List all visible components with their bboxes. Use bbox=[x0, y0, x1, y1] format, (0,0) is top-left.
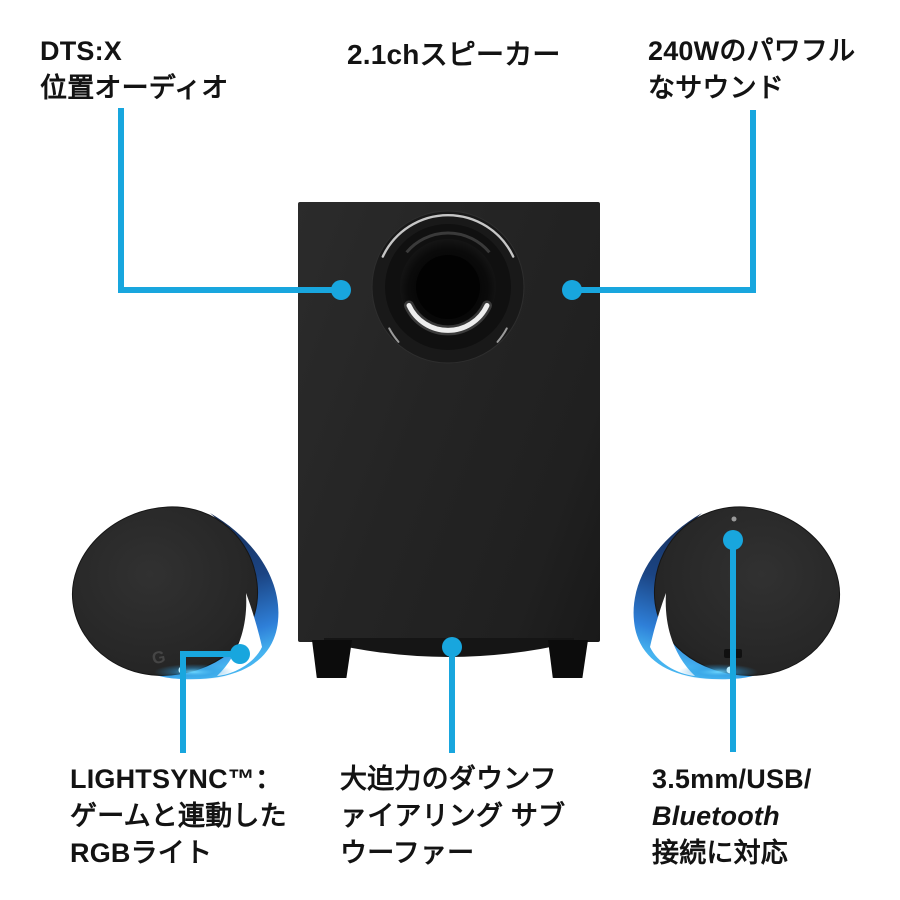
callout-line-power-horizontal bbox=[570, 287, 756, 293]
callout-line-connectivity-vertical bbox=[730, 538, 736, 752]
annotation-connectivity-line3: 接続に対応 bbox=[652, 838, 788, 868]
callout-dot-subwoofer bbox=[442, 637, 462, 657]
callout-dot-dts bbox=[331, 280, 351, 300]
power-led bbox=[731, 516, 737, 522]
annotation-lightsync-line2: ゲームと連動した bbox=[70, 801, 287, 831]
callout-line-dts-horizontal bbox=[118, 287, 336, 293]
annotation-connectivity: 3.5mm/USB/ Bluetooth 接続に対応 bbox=[652, 761, 812, 872]
rgb-glow bbox=[154, 664, 234, 680]
speaker-body-notch bbox=[650, 593, 695, 676]
callout-line-dts-vertical bbox=[118, 108, 124, 293]
annotation-channels: 2.1chスピーカー bbox=[347, 36, 561, 73]
annotation-dts: DTS:X 位置オーディオ bbox=[40, 33, 229, 107]
right-satellite-speaker bbox=[633, 506, 841, 680]
annotation-subwoofer-line3: ウーファー bbox=[340, 838, 475, 868]
callout-dot-connectivity bbox=[723, 530, 743, 550]
subwoofer-port bbox=[371, 210, 525, 364]
g-logo-icon: G bbox=[150, 647, 167, 668]
callout-dot-power bbox=[562, 280, 582, 300]
annotation-power-line2: なサウンド bbox=[648, 73, 784, 103]
subwoofer bbox=[298, 202, 600, 678]
annotation-power: 240Wのパワフル なサウンド bbox=[648, 33, 855, 107]
annotation-connectivity-line2: Bluetooth bbox=[652, 801, 780, 831]
annotation-lightsync-line3: RGBライト bbox=[70, 838, 213, 868]
speaker-body bbox=[653, 506, 841, 676]
callout-line-lightsync-vertical bbox=[180, 651, 186, 753]
annotation-dts-line1: DTS:X bbox=[40, 36, 122, 66]
rgb-glow bbox=[678, 664, 758, 680]
annotation-subwoofer-line2: ァイアリング サブ bbox=[340, 801, 566, 831]
callout-dot-lightsync bbox=[230, 644, 250, 664]
annotation-lightsync-line1: LIGHTSYNC™： bbox=[70, 764, 283, 794]
annotation-lightsync: LIGHTSYNC™： ゲームと連動した RGBライト bbox=[70, 761, 287, 872]
left-satellite-speaker: G bbox=[71, 506, 279, 680]
annotation-subwoofer-line1: 大迫力のダウンフ bbox=[340, 764, 557, 794]
subwoofer-foot-right bbox=[548, 640, 588, 678]
annotation-power-line1: 240Wのパワフル bbox=[648, 36, 856, 66]
annotation-channels-line1: 2.1chスピーカー bbox=[347, 39, 561, 70]
speaker-body-notch bbox=[217, 593, 262, 676]
callout-line-subwoofer-vertical bbox=[449, 645, 455, 753]
annotation-connectivity-line1: 3.5mm/USB/ bbox=[652, 764, 812, 794]
subwoofer-foot-left bbox=[312, 640, 352, 678]
annotation-dts-line2: 位置オーディオ bbox=[40, 73, 229, 103]
callout-line-lightsync-horizontal bbox=[180, 651, 240, 657]
callout-line-power-vertical bbox=[750, 110, 756, 293]
annotation-subwoofer: 大迫力のダウンフ ァイアリング サブ ウーファー bbox=[340, 761, 565, 872]
